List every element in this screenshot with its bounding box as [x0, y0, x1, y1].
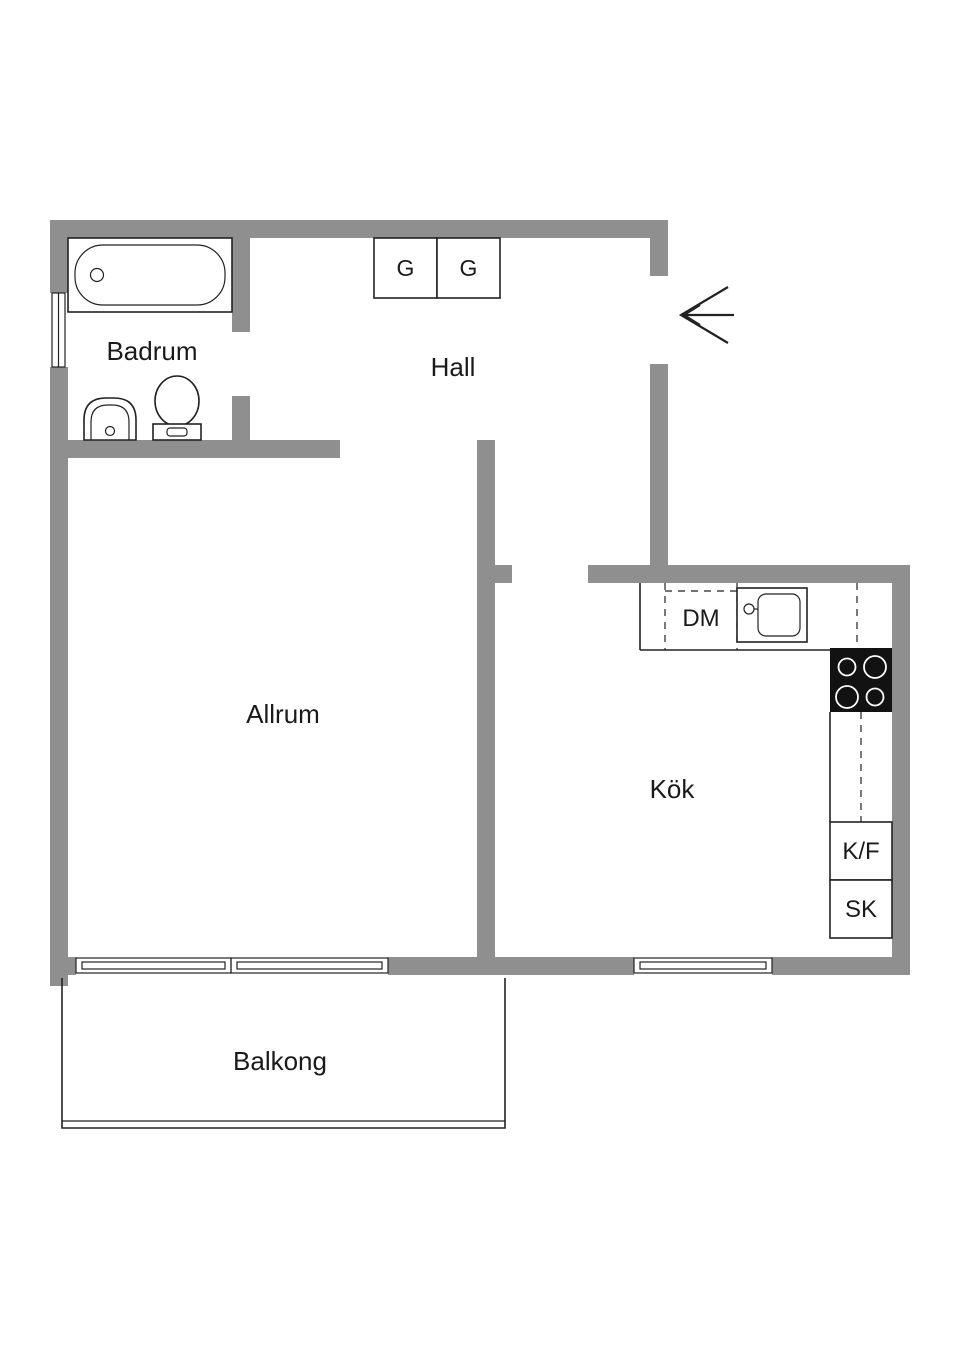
cabinet-label: SK	[845, 896, 877, 923]
window-allrum-cut	[76, 956, 388, 976]
stove	[830, 648, 892, 712]
wardrobe-1-label: G	[397, 255, 415, 281]
wall-top	[50, 220, 668, 238]
toilet-tank	[152, 423, 202, 441]
balcony-outline	[61, 978, 506, 1129]
entry-arrow-head	[681, 304, 701, 326]
room-labels: Badrum Hall Allrum Kök Balkong	[106, 336, 695, 1076]
sink-outer	[736, 587, 808, 643]
kitchen-sink	[736, 587, 808, 643]
toilet-bowl	[154, 375, 200, 427]
stove-burner-2	[863, 655, 887, 679]
window-kok-frame	[633, 957, 773, 974]
kitchen-fixtures: DM K/F SK	[639, 583, 893, 939]
wall-entry-lower	[650, 364, 668, 583]
wardrobe-2-label: G	[460, 255, 478, 281]
bathtub-inner	[74, 244, 226, 306]
wall-kitchen-stub	[495, 565, 512, 583]
window-allrum-glass-1	[81, 961, 226, 970]
walls	[50, 220, 910, 986]
fridge-freezer-box	[829, 821, 893, 881]
wall-bath-divider-upper	[232, 238, 250, 332]
wall-right	[892, 565, 910, 975]
windows	[49, 292, 773, 976]
wall-entry-upper	[650, 220, 668, 276]
window-allrum-frame-2	[230, 957, 389, 974]
washbasin	[83, 397, 137, 441]
stove-body	[830, 648, 892, 712]
bathtub	[67, 237, 233, 313]
toilet	[152, 375, 202, 441]
room-label-balkong: Balkong	[233, 1046, 327, 1076]
wardrobe-1-box	[373, 237, 438, 299]
cabinet-box	[829, 879, 893, 939]
dishwasher-label: DM	[682, 605, 719, 632]
bathroom-fixtures	[67, 237, 233, 441]
stove-burner-1	[837, 657, 857, 677]
washbasin-rim	[90, 404, 130, 440]
room-label-badrum: Badrum	[106, 336, 197, 366]
fridge-freezer-label: K/F	[842, 838, 879, 865]
wardrobe-2-box	[436, 237, 501, 299]
stove-burner-4	[865, 687, 885, 707]
bathtub-outer	[67, 237, 233, 313]
washbasin-bowl	[83, 397, 137, 441]
sink-basin	[757, 593, 801, 637]
wall-bath-bottom	[50, 440, 340, 458]
entry-door-chevron	[678, 286, 729, 344]
window-allrum-glass-2	[236, 961, 383, 970]
wall-bottom-center	[388, 957, 634, 975]
room-label-kok: Kök	[650, 774, 696, 804]
hall-wardrobes: G G	[373, 237, 501, 299]
balcony-railing-outer	[61, 978, 506, 1129]
wall-bottom-left-corner	[50, 957, 76, 975]
bathtub-drain	[89, 267, 105, 283]
wall-left	[50, 220, 68, 986]
entry-arrow	[678, 286, 734, 344]
washbasin-drain	[104, 425, 116, 437]
wall-kitchen-top	[588, 565, 910, 583]
window-kok-glass	[639, 961, 767, 970]
window-kok-cut	[634, 956, 772, 976]
room-label-allrum: Allrum	[246, 699, 320, 729]
room-label-hall: Hall	[431, 352, 476, 382]
stove-burner-3	[835, 685, 859, 709]
wall-central	[477, 440, 495, 975]
wall-bottom-right	[772, 957, 910, 975]
toilet-flush-button	[166, 427, 188, 437]
